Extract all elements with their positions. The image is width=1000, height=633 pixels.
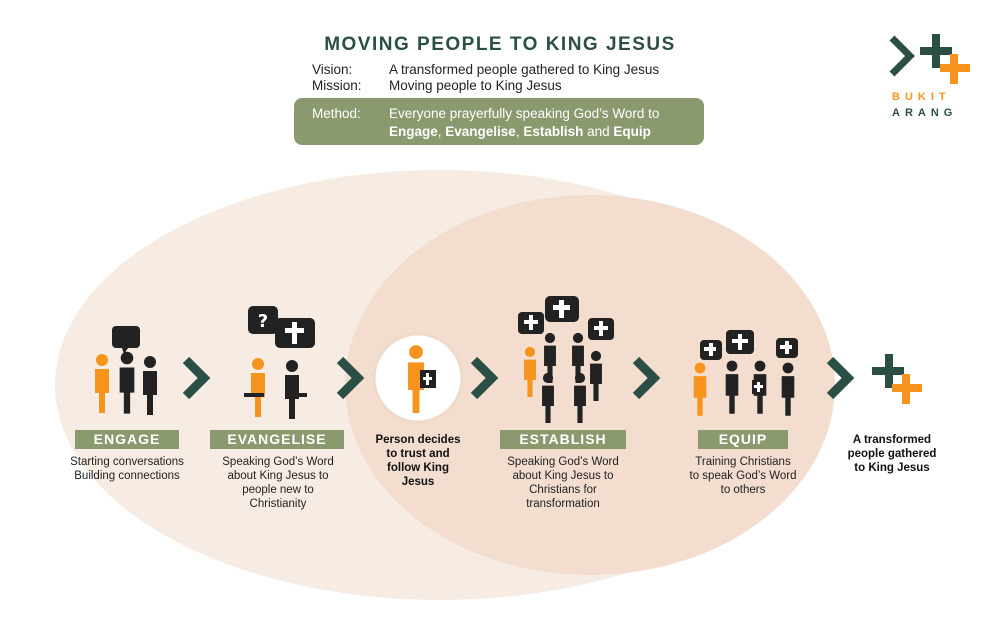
inner-ellipse (345, 195, 835, 575)
method-line1: Everyone prayerfully speaking God’s Word… (389, 106, 660, 121)
transformed-text: A transformed people gathered to King Je… (830, 433, 954, 475)
evangelise-desc-line3: people new to (242, 484, 314, 496)
equip-desc: Training Christians to speak God’s Word … (668, 455, 818, 497)
question-icon: ? (258, 311, 268, 332)
cross-icon (872, 354, 922, 404)
speech-bubble-icon (112, 326, 140, 348)
tag-equip: EQUIP (698, 430, 788, 449)
transformed-line1: A transformed (852, 434, 932, 446)
person-icon (143, 356, 157, 415)
establish-illustration (518, 296, 614, 424)
method-label: Method: (312, 106, 361, 121)
evangelise-desc-line1: Speaking God’s Word (222, 456, 334, 468)
person-icon (251, 358, 265, 417)
tag-establish: ESTABLISH (500, 430, 626, 449)
evangelise-illustration: ? (244, 306, 315, 419)
person-icon (119, 351, 135, 414)
method-equip: Equip (613, 124, 651, 139)
page-title: MOVING PEOPLE TO KING JESUS (324, 34, 676, 55)
method-establish: Establish (523, 124, 584, 139)
chevron-right-icon (470, 356, 499, 400)
logo-text-arang: ARANG (892, 107, 958, 119)
person-with-bible-icon (407, 345, 436, 413)
engage-desc-line2: Building connections (74, 470, 180, 482)
evangelise-desc-line2: about King Jesus to (227, 470, 329, 482)
method-evangelise: Evangelise (445, 124, 516, 139)
chevron-right-icon (632, 356, 661, 400)
decision-line4: Jesus (401, 476, 435, 488)
logo-cross-green-h (920, 47, 952, 55)
logo-text-bukit: BUKIT (892, 91, 951, 103)
equip-illustration (693, 330, 798, 416)
person-icon (524, 346, 536, 398)
decision-text: Person decides to trust and follow King … (356, 433, 480, 489)
method-sep1: , (437, 124, 446, 139)
person-icon (285, 360, 299, 419)
engage-desc: Starting conversations Building connecti… (52, 455, 202, 483)
chevron-right-icon (826, 356, 855, 400)
decision-line3: follow King (387, 462, 449, 474)
mission-text: Moving people to King Jesus (389, 78, 562, 93)
tag-evangelise: EVANGELISE (210, 430, 344, 449)
chevron-right-icon (182, 356, 211, 400)
decision-line1: Person decides (375, 434, 461, 446)
decision-line2: to trust and (386, 448, 450, 460)
vision-text: A transformed people gathered to King Je… (389, 62, 660, 77)
person-icon (693, 362, 707, 416)
evangelise-desc: Speaking God’s Word about King Jesus to … (200, 455, 356, 511)
logo-chevron-icon (889, 35, 915, 77)
question-bubble-icon (248, 306, 278, 334)
person-icon (781, 362, 795, 416)
person-icon (574, 372, 586, 424)
transformed-line2: people gathered (847, 448, 937, 460)
person-icon (542, 372, 554, 424)
engage-desc-line1: Starting conversations (70, 456, 184, 468)
logo-mark (889, 34, 970, 84)
establish-desc-line3: Christians for (529, 484, 597, 496)
tag-engage: ENGAGE (75, 430, 179, 449)
equip-desc-line1: Training Christians (695, 456, 791, 468)
person-icon (590, 350, 602, 402)
method-sep2: , (515, 124, 524, 139)
method-line2: Engage, Evangelise, Establish and Equip (389, 124, 651, 139)
vision-label: Vision: (312, 62, 353, 77)
method-sep3: and (583, 124, 614, 139)
equip-desc-line3: to others (720, 484, 766, 496)
person-icon (95, 354, 109, 413)
method-engage: Engage (389, 124, 438, 139)
establish-desc-line1: Speaking God’s Word (507, 456, 619, 468)
establish-desc: Speaking God’s Word about King Jesus to … (486, 455, 640, 511)
establish-desc-line2: about King Jesus to (512, 470, 614, 482)
logo-cross-orange-h (940, 64, 970, 72)
evangelise-desc-line4: Christianity (249, 498, 307, 510)
engage-illustration (95, 326, 157, 415)
transformed-line3: to King Jesus (854, 462, 930, 474)
person-icon (725, 360, 739, 414)
method-box (294, 98, 704, 145)
equip-desc-line2: to speak God’s Word (689, 470, 797, 482)
establish-desc-line4: transformation (526, 498, 600, 510)
chevron-right-icon (336, 356, 365, 400)
mission-label: Mission: (312, 78, 362, 93)
